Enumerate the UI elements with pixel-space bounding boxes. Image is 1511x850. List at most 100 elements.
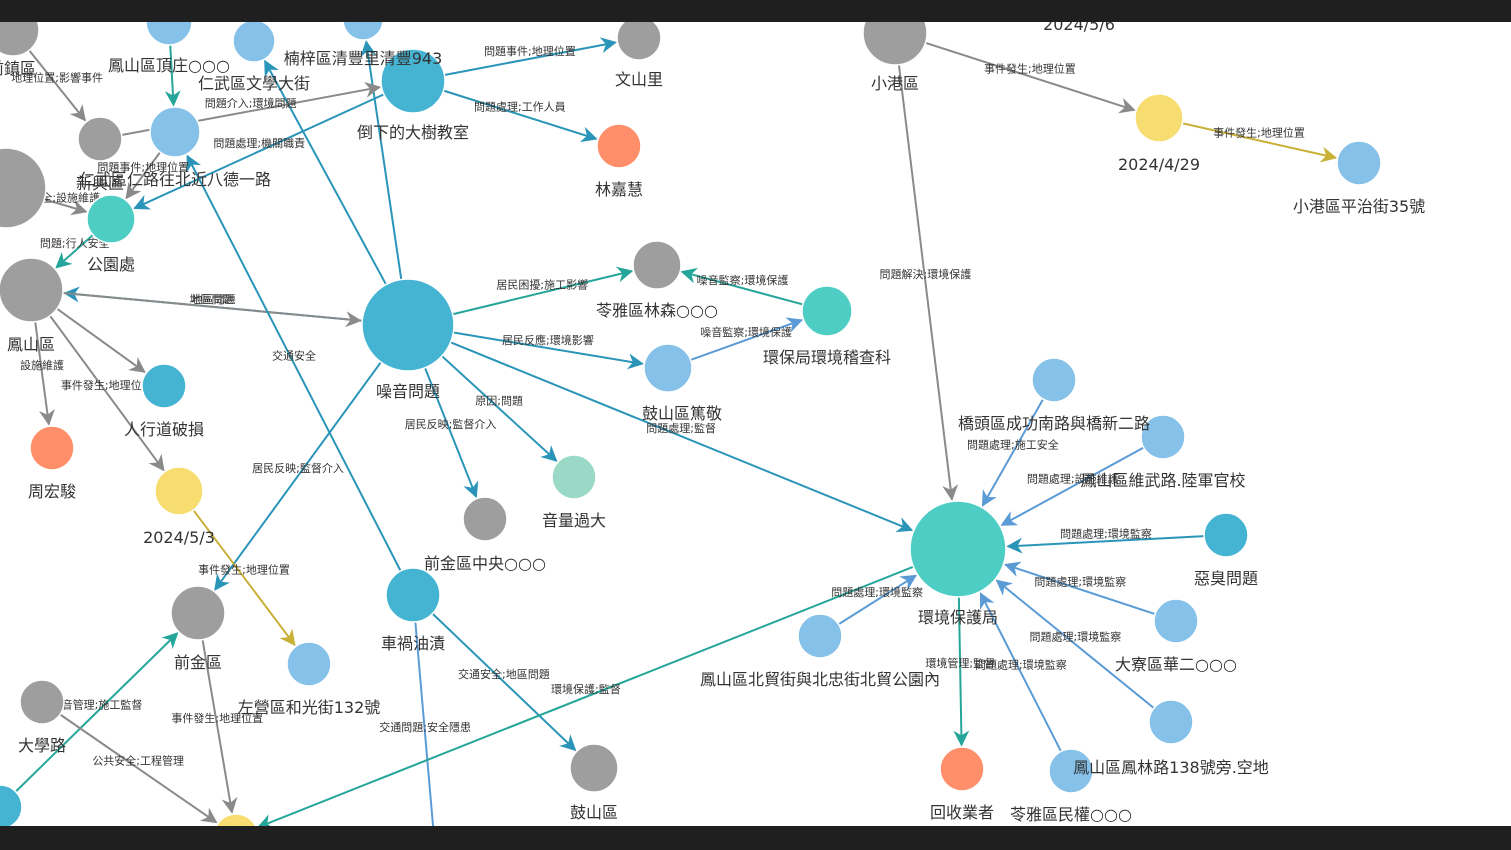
graph-edge[interactable] xyxy=(431,612,577,752)
graph-edge[interactable] xyxy=(214,361,382,591)
graph-edge[interactable] xyxy=(897,64,959,501)
graph-node[interactable] xyxy=(462,496,508,542)
graph-node[interactable] xyxy=(569,743,619,793)
edge-label: 地區問題 xyxy=(190,293,234,306)
graph-edge[interactable] xyxy=(56,307,146,373)
graph-edge[interactable] xyxy=(186,154,402,572)
graph-edge[interactable] xyxy=(450,341,914,533)
graph-node[interactable] xyxy=(141,363,187,409)
graph-edge[interactable] xyxy=(133,93,385,210)
edge-label: 設施維護 xyxy=(20,358,64,372)
graph-edge[interactable] xyxy=(981,398,1045,507)
graph-node[interactable] xyxy=(616,22,662,61)
graph-edge[interactable] xyxy=(34,321,55,426)
graph-node[interactable] xyxy=(342,22,384,41)
edge-label: 公共安全;工程管理 xyxy=(92,753,184,767)
graph-node[interactable] xyxy=(1153,598,1199,644)
graph-node[interactable] xyxy=(551,454,597,500)
graph-node[interactable] xyxy=(385,567,441,623)
graph-node[interactable] xyxy=(1134,93,1184,143)
graph-edge[interactable] xyxy=(59,713,218,824)
graph-node[interactable] xyxy=(286,641,332,687)
graph-node[interactable] xyxy=(1048,748,1094,794)
graph-edge[interactable] xyxy=(953,596,970,747)
graph-edge[interactable] xyxy=(49,315,165,472)
graph-node[interactable] xyxy=(862,22,928,66)
graph-edge[interactable] xyxy=(164,44,181,107)
graph-canvas[interactable]: 居民困擾;施工影響居民反應;環境影響原因;問題居民反映;監督介入問題處理;監督居… xyxy=(0,22,1511,826)
graph-node[interactable] xyxy=(149,106,201,158)
graph-edge[interactable] xyxy=(1000,446,1145,526)
graph-node[interactable] xyxy=(1148,699,1194,745)
graph-edge[interactable] xyxy=(424,367,479,499)
graph-node[interactable] xyxy=(909,500,1007,598)
graph-node[interactable] xyxy=(170,585,226,641)
graph-edge[interactable] xyxy=(453,331,644,370)
edge-label: 居民反應;環境影響 xyxy=(502,333,594,347)
graph-node[interactable] xyxy=(380,48,446,114)
graph-node[interactable] xyxy=(0,784,23,826)
edge-label: 居民困擾;施工影響 xyxy=(496,278,588,292)
edge-label: 安全;設施維護 xyxy=(30,190,100,204)
edge-label: 問題處理;設施維護 xyxy=(1027,471,1119,485)
graph-edge[interactable] xyxy=(1006,535,1205,554)
graph-node[interactable] xyxy=(1336,140,1382,186)
node-label: 環保局環境稽查科 xyxy=(763,348,891,367)
graph-edge[interactable] xyxy=(680,267,804,306)
graph-node[interactable] xyxy=(1031,357,1077,403)
graph-node[interactable] xyxy=(145,22,193,46)
graph-edge[interactable] xyxy=(125,151,161,200)
graph-node[interactable] xyxy=(232,22,276,63)
graph-node[interactable] xyxy=(154,466,204,516)
graph-edge[interactable] xyxy=(1182,122,1338,163)
graph-edge[interactable] xyxy=(979,592,1062,752)
graph-edge[interactable] xyxy=(360,40,403,280)
graph-edge[interactable] xyxy=(995,579,1155,709)
graph-edge[interactable] xyxy=(443,89,598,143)
graph-node[interactable] xyxy=(643,343,693,393)
graph-edge[interactable] xyxy=(201,639,238,814)
graph-node[interactable] xyxy=(19,679,65,725)
node-label: 車禍油漬 xyxy=(381,634,445,653)
graph-edge[interactable] xyxy=(690,317,804,361)
node-label: 林嘉慧 xyxy=(595,180,643,199)
edge-label: 交通問題;安全隱患 xyxy=(379,720,471,734)
graph-node[interactable] xyxy=(1140,414,1186,460)
graph-edge[interactable] xyxy=(28,49,87,122)
graph-edge[interactable] xyxy=(55,234,94,269)
graph-node[interactable] xyxy=(1203,512,1249,558)
graph-edge[interactable] xyxy=(256,565,914,826)
graph-edge[interactable] xyxy=(62,291,362,328)
graph-node[interactable] xyxy=(939,746,985,792)
graph-edge[interactable] xyxy=(452,266,634,316)
graph-node[interactable] xyxy=(77,116,123,162)
knowledge-graph[interactable]: 居民困擾;施工影響居民反應;環境影響原因;問題居民反映;監督介入問題處理;監督居… xyxy=(0,22,1511,826)
graph-node[interactable] xyxy=(596,123,642,169)
graph-edge[interactable] xyxy=(44,198,88,216)
graph-edge[interactable] xyxy=(192,509,296,647)
graph-node[interactable] xyxy=(632,240,682,290)
edge-label: 事件發生;地理位置 xyxy=(1213,126,1305,140)
graph-node[interactable] xyxy=(0,147,47,229)
graph-edge[interactable] xyxy=(441,355,558,462)
graph-node[interactable] xyxy=(797,613,843,659)
graph-edge[interactable] xyxy=(414,621,435,826)
graph-node[interactable] xyxy=(361,278,455,372)
graph-edge[interactable] xyxy=(444,37,617,77)
graph-edge[interactable] xyxy=(838,574,918,626)
graph-edge[interactable] xyxy=(15,632,179,793)
graph-edge[interactable] xyxy=(1003,561,1156,616)
graph-node[interactable] xyxy=(214,813,258,826)
graph-edge[interactable] xyxy=(925,41,1136,114)
graph-node[interactable] xyxy=(0,22,40,57)
graph-node[interactable] xyxy=(29,425,75,471)
node-label: 鳳山區鳳林路138號旁.空地 xyxy=(1073,758,1269,777)
graph-edge[interactable] xyxy=(264,59,387,286)
edge-label: 噪音管理;施工監督 xyxy=(51,697,143,711)
node-label: 仁武區仁路往北近八德一路 xyxy=(79,170,271,189)
graph-node[interactable] xyxy=(0,257,64,323)
edge-label: 問題處理;環境監察 xyxy=(975,657,1067,671)
edge-label: 問題處理;監督 xyxy=(646,421,716,435)
graph-node[interactable] xyxy=(801,285,853,337)
graph-node[interactable] xyxy=(86,194,136,244)
